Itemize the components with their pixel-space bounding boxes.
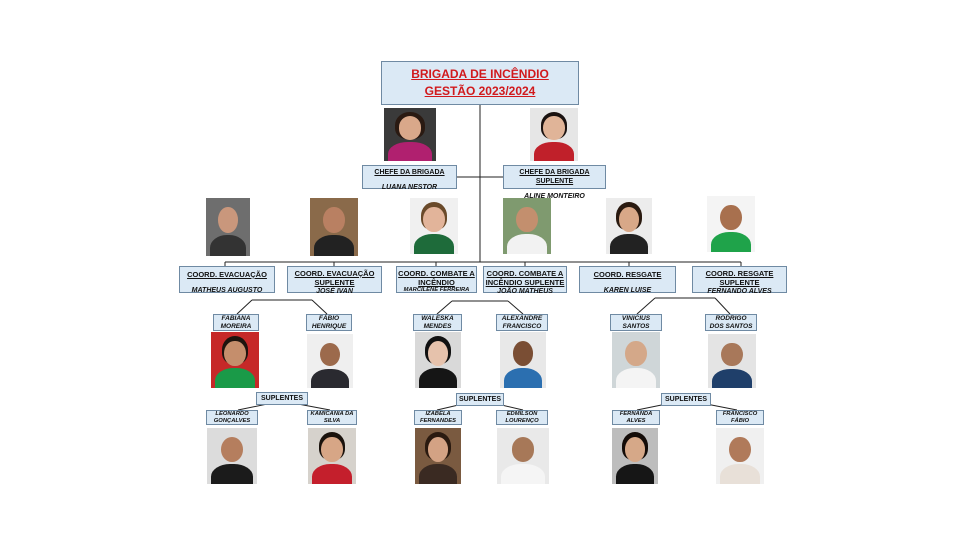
suplentes-label: SUPLENTES (661, 393, 711, 406)
chief-box: CHEFE DA BRIGADA LUANA NESTOR (362, 165, 457, 191)
coord-box-evacuacao-suplente: COORD. EVACUAÇÃO SUPLENTE JOSÉ IVAN (287, 266, 382, 295)
member-name-1: RODRIGO (715, 314, 747, 322)
suplente-name-2: LOURENÇO (505, 417, 539, 424)
suplente-name-2: GONÇALVES (213, 417, 251, 424)
member-name-2: MENDES (423, 322, 452, 330)
coord-photo-resgate-suplente (707, 196, 755, 252)
coord-photo-combate (410, 198, 458, 254)
title-line-1: BRIGADA DE INCÊNDIO (411, 67, 549, 81)
coord-box-evacuacao: COORD. EVACUAÇÃO MATHEUS AUGUSTO (179, 266, 275, 294)
suplente-photo (497, 428, 549, 484)
member-name-1: VINICIUS (621, 314, 651, 322)
member-name-2: MOREIRA (220, 322, 252, 330)
chief-suplente-box: CHEFE DA BRIGADA SUPLENTE ALINE MONTEIRO (503, 165, 606, 200)
chief-photo (384, 108, 436, 161)
suplente-photo (207, 428, 257, 484)
chief-label: CHEFE DA BRIGADA (374, 169, 445, 176)
coord-name: FERNANDO ALVES (707, 288, 772, 295)
coord-name: KAREN LUISE (603, 287, 652, 294)
suplente-photo (612, 428, 658, 484)
member-name-1: WALESKA (421, 314, 454, 322)
chart-title: BRIGADA DE INCÊNDIO GESTÃO 2023/2024 (381, 61, 579, 105)
member-photo (708, 334, 756, 388)
suplentes-label: SUPLENTES (256, 392, 308, 405)
coord-name: JOÃO MATHEUS (497, 288, 553, 295)
chief-name: LUANA NESTOR (381, 184, 438, 191)
suplente-name-2: FERNANDES (419, 417, 457, 424)
suplente-name-2: ALVES (626, 417, 646, 424)
coord-label-2: INCÊNDIO (418, 278, 455, 287)
coord-name: MARCILENE FERREIRA (403, 287, 470, 293)
member-name-2: SANTOS (622, 322, 650, 330)
suplente-photo (308, 428, 356, 484)
suplente-name-1: KAMICANIA DA (310, 410, 354, 417)
coord-label: COORD. COMBATE A (486, 269, 564, 278)
member-photo (500, 332, 546, 388)
member-photo (612, 332, 660, 388)
coord-label: COORD. RESGATE (593, 270, 662, 279)
coord-label: COORD. EVACUAÇÃO (187, 270, 267, 279)
coord-box-resgate: COORD. RESGATE KAREN LUISE (579, 266, 676, 294)
suplente-name-1: LEONARDO (215, 410, 249, 417)
suplente-name-1: IZABELA (425, 410, 451, 417)
coord-photo-evacuacao-suplente (310, 198, 358, 256)
coord-box-resgate-suplente: COORD. RESGATE SUPLENTE FERNANDO ALVES (692, 266, 787, 295)
member-name-2: HENRIQUE (311, 322, 347, 330)
member-photo (307, 334, 353, 388)
coord-label-2: SUPLENTE (719, 278, 760, 287)
coord-label: COORD. EVACUAÇÃO (294, 269, 375, 278)
suplente-photo (716, 428, 764, 484)
title-line-2: GESTÃO 2023/2024 (424, 84, 536, 98)
coord-label-2: SUPLENTE (314, 278, 355, 287)
coord-photo-resgate (606, 198, 652, 254)
coord-name: JOSÉ IVAN (316, 288, 353, 295)
suplente-photo (415, 428, 461, 484)
suplente-name-1: FERNANDA (619, 410, 653, 417)
coord-label: COORD. RESGATE (705, 269, 774, 278)
member-photo (211, 332, 259, 388)
suplente-name-1: FRANCISCO (722, 410, 758, 417)
coord-box-combate-suplente: COORD. COMBATE A INCÊNDIO SUPLENTE JOÃO … (483, 266, 567, 295)
member-name-1: FÁBIO (318, 314, 340, 322)
suplentes-label: SUPLENTES (456, 393, 504, 406)
coord-photo-combate-suplente (503, 198, 551, 254)
chief-suplente-name: ALINE MONTEIRO (524, 193, 585, 200)
suplente-name-2: SILVA (323, 417, 341, 424)
member-name-2: DOS SANTOS (709, 322, 753, 330)
coord-name: MATHEUS AUGUSTO (191, 287, 263, 294)
member-name-2: FRANCISCO (502, 322, 542, 330)
chief-suplente-photo (530, 108, 578, 161)
suplente-name-2: FÁBIO (730, 417, 750, 424)
coord-label-2: INCÊNDIO SUPLENTE (485, 278, 565, 287)
coord-label: COORD. COMBATE A (398, 269, 475, 278)
coord-photo-evacuacao (206, 198, 250, 256)
member-name-1: FABIANA (221, 314, 251, 322)
suplente-name-1: EDMILSON (506, 410, 538, 417)
coord-box-combate: COORD. COMBATE A INCÊNDIO MARCILENE FERR… (396, 266, 477, 293)
chief-suplente-label: CHEFE DA BRIGADA SUPLENTE (519, 169, 590, 185)
member-photo (415, 332, 461, 388)
member-name-1: ALEXANDRE (501, 314, 543, 322)
